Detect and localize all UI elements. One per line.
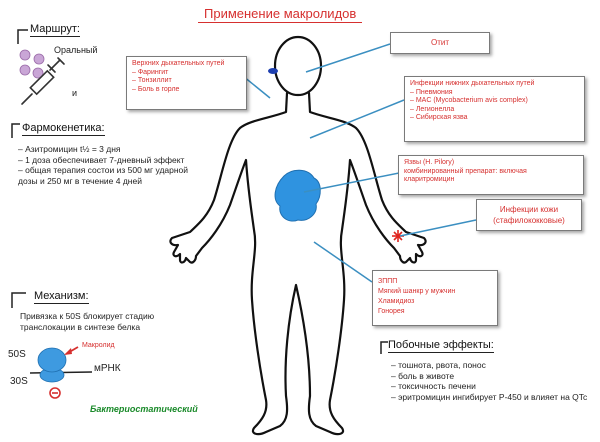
pk-item: – Азитромицин t½ = 3 дня [18,144,121,154]
ulcers-box: Язвы (H. Pilory) комбинированный препара… [398,155,584,195]
pk-item: – общая терапия состои из 500 мг ударной… [18,165,189,186]
otitis-box: Отит [390,32,490,54]
otitis-label: Отит [430,38,450,47]
heading-brackets [11,29,388,354]
ulcers-header: Язвы (H. Pilory) [404,159,455,166]
leader-lines [237,43,477,283]
sti-item: ЗППП [378,278,398,285]
skin-infections-box: Инфекции кожи (стафилококковые) [476,199,582,231]
syringe-icon [21,57,65,105]
human-body-outline [169,35,427,436]
lower-resp-item: – Сибирская язва [410,114,468,121]
side-effect-item: – эритромицин ингибирует P-450 и влияет … [391,391,588,402]
upper-resp-item: – Фарингит [132,68,169,76]
pills-icon [19,49,45,79]
sti-item: Гонорея [378,308,405,315]
side-effect-item: – токсичность печени [391,381,476,391]
lower-resp-item: – Легионелла [410,105,455,113]
pk-item: – 1 доза обеспечивает 7-дневный эффект [18,154,185,165]
label-mrna: мРНК [94,363,121,374]
sti-item: Мягкий шанкр у мужчин [378,288,456,295]
lower-resp-item: – Пневмония [410,88,453,96]
stomach-icon [274,169,321,222]
upper-respiratory-header: Верхних дыхательных путей [132,60,225,67]
ulcers-text: комбинированный препарат: включая кларит… [404,167,527,184]
mechanism-heading: Механизм: [34,290,89,304]
route-and-label: и [72,88,78,98]
route-heading: Маршрут: [30,23,80,37]
pharmacokinetics-list: – Азитромицин t½ = 3 дня – 1 доза обеспе… [18,144,200,186]
side-effect-item: – боль в животе [391,370,455,381]
page-title: Применение макролидов [198,6,363,23]
ribosome-illustration [29,346,93,399]
lower-resp-item: – MAC (Mycobacterium avis complex) [410,97,528,104]
label-30s: 30S [10,376,28,387]
mechanism-text: Привязка к 50S блокирует стадию транслок… [20,311,155,332]
upper-resp-item: – Боль в горле [132,85,180,93]
upper-resp-item: – Тонзиллит [132,77,172,84]
side-effects-list: – тошнота, рвота, понос – боль в животе … [391,360,591,402]
lower-respiratory-box: Инфекции нижних дыхательных путей – Пнев… [404,76,585,142]
label-50s: 50S [8,349,26,360]
pharmacokinetics-heading: Фармокенетика: [22,122,105,136]
sti-box: ЗППП Мягкий шанкр у мужчин Хламидиоз Гон… [372,270,498,326]
upper-respiratory-box: Верхних дыхательных путей – Фарингит – Т… [126,56,247,110]
skin-infections-label: Инфекции кожи (стафилококковые) [493,205,565,225]
skin-lesion-icon [392,230,404,242]
label-macrolide: Макролид [82,342,115,349]
side-effect-item: – тошнота, рвота, понос [391,360,486,370]
side-effects-heading: Побочные эффекты: [388,339,494,353]
route-oral-label: Оральный [54,45,98,55]
bacteriostatic-label: Бактериостатический [90,404,198,414]
eye-marker [268,68,278,74]
lower-respiratory-header: Инфекции нижних дыхательных путей [410,80,535,87]
sti-item: Хламидиоз [378,298,415,305]
